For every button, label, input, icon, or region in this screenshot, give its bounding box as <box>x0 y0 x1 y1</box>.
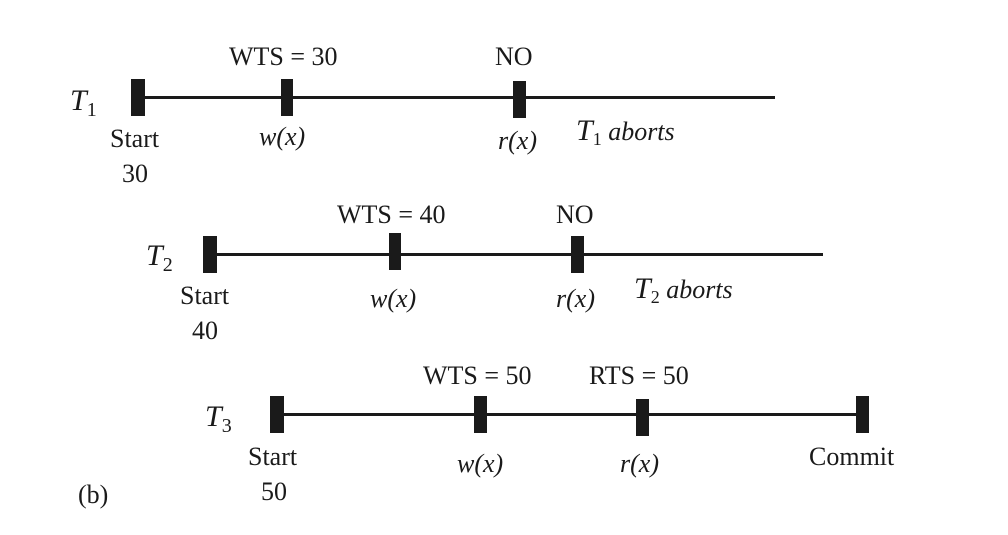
read-op-label-t1: r(x) <box>498 126 537 155</box>
read-marker-t3 <box>636 399 649 436</box>
start-label-t1: Start <box>110 124 160 153</box>
rts-label-t3: RTS = 50 <box>589 361 689 390</box>
read-result-label-t1: NO <box>495 42 533 71</box>
read-op-label-t2: r(x) <box>556 284 595 313</box>
start-timestamp-t3: 50 <box>261 477 287 506</box>
wts-label-t3: WTS = 50 <box>423 361 532 390</box>
write-op-label-t2: w(x) <box>370 284 417 313</box>
read-marker-t1 <box>513 81 526 118</box>
start-label-t2: Start <box>180 281 230 310</box>
abort-label-t1: T1 aborts <box>576 114 675 150</box>
write-marker-t3 <box>474 396 487 433</box>
timeline-t3 <box>275 413 865 416</box>
commit-marker-t3 <box>856 396 869 433</box>
transaction-label-t3: T3 <box>205 400 232 438</box>
start-timestamp-t2: 40 <box>192 316 218 345</box>
commit-label-t3: Commit <box>809 442 895 471</box>
timeline-t1 <box>137 96 775 99</box>
wts-label-t2: WTS = 40 <box>337 200 446 229</box>
write-op-label-t1: w(x) <box>259 122 306 151</box>
read-result-label-t2: NO <box>556 200 594 229</box>
write-marker-t1 <box>281 79 293 116</box>
wts-label-t1: WTS = 30 <box>229 42 338 71</box>
start-label-t3: Start <box>248 442 298 471</box>
timeline-t2 <box>208 253 823 256</box>
read-op-label-t3: r(x) <box>620 449 659 478</box>
start-marker-t3 <box>270 396 284 433</box>
read-marker-t2 <box>571 236 584 273</box>
panel-label: (b) <box>78 480 109 509</box>
start-marker-t2 <box>203 236 217 273</box>
transaction-label-t1: T1 <box>70 84 97 122</box>
write-marker-t2 <box>389 233 401 270</box>
start-marker-t1 <box>131 79 145 116</box>
abort-label-t2: T2 aborts <box>634 272 733 308</box>
transaction-label-t2: T2 <box>146 239 173 277</box>
start-timestamp-t1: 30 <box>122 159 148 188</box>
write-op-label-t3: w(x) <box>457 449 504 478</box>
